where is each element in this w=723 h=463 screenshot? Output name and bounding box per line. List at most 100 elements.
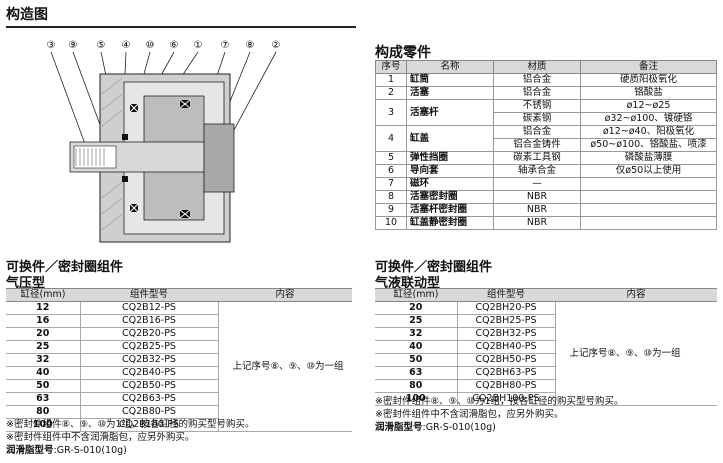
hydro-kit-title: 可换件／密封圈组件 [375,260,493,275]
parts-cell-material: NBR [493,216,581,230]
hydro-notes: ※密封件组件⑧、⑨、⑩为1组，按各缸径的购买型号购买。 ※密封件组件中不含润滑脂… [375,395,624,434]
pneumatic-header-model: 组件型号 [80,288,218,302]
hydro-cell-bore: 40 [375,340,457,354]
pneumatic-kit-title: 可换件／密封圈组件 [6,260,124,275]
parts-cell-no: 5 [375,151,407,165]
parts-cell-material: NBR [493,190,581,204]
parts-cell-remark: ø12~ø40、阳极氧化 [580,125,717,139]
parts-cell-name: 活塞杆密封圈 [406,203,494,217]
structure-title-rule [6,26,356,28]
parts-cell-no: 3 [375,99,407,126]
pneumatic-cell-bore: 50 [6,379,80,393]
parts-cell-no: 4 [375,125,407,152]
hydro-cell-model: CQ2BH20-PS [456,301,556,315]
pneumatic-grease-label: 润滑脂型号 [6,445,54,456]
parts-cell-remark: ø12~ø25 [580,99,717,113]
pneumatic-cell-content: 上记序号⑧、⑨、⑩为一组 [218,301,352,432]
parts-title: 构成零件 [375,45,431,61]
parts-cell-name: 活塞 [406,86,494,100]
parts-cell-material: 碳素工具钢 [493,151,581,165]
parts-cell-material: 轴承合金 [493,164,581,178]
parts-cell-name: 活塞密封圈 [406,190,494,204]
parts-cell-name: 磁环 [406,177,494,191]
parts-cell-material: 碳素钢 [493,112,581,126]
parts-cell-no: 7 [375,177,407,191]
hydro-cell-model: CQ2BH25-PS [456,314,556,328]
parts-cell-material: 不锈钢 [493,99,581,113]
hydro-note-1: ※密封件组件⑧、⑨、⑩为1组，按各缸径的购买型号购买。 [375,396,624,407]
pneumatic-cell-model: CQ2B100-PS [79,418,219,432]
pneumatic-cell-model: CQ2B50-PS [79,379,219,393]
parts-cell-no: 8 [375,190,407,204]
pneumatic-cell-bore: 25 [6,340,80,354]
parts-cell-remark: 铬酸盐 [580,86,717,100]
parts-cell-remark [580,190,717,204]
parts-cell-name: 缸盖静密封圈 [406,216,494,230]
pneumatic-cell-bore: 63 [6,392,80,406]
callout-label: ⑩ [146,40,155,51]
parts-cell-remark: 硬质阳极氧化 [580,73,717,87]
hydro-cell-bore: 25 [375,314,457,328]
callout-label: ⑤ [97,40,106,51]
parts-cell-remark [580,203,717,217]
pneumatic-cell-model: CQ2B12-PS [79,301,219,315]
pneumatic-cell-bore: 12 [6,301,80,315]
parts-cell-remark [580,177,717,191]
hydro-cell-model: CQ2BH50-PS [456,353,556,367]
hydro-cell-bore: 20 [375,301,457,315]
hydro-cell-bore: 63 [375,366,457,380]
hydro-cell-bore: 50 [375,353,457,367]
pneumatic-header-content: 内容 [218,288,352,302]
parts-cell-material: NBR [493,203,581,217]
pneumatic-header-row: 缸径(mm) 组件型号 内容 [6,288,352,302]
parts-header-material: 材质 [493,60,581,74]
pneumatic-cell-model: CQ2B32-PS [79,353,219,367]
parts-cell-name: 弹性挡圈 [406,151,494,165]
callout-label: ② [272,40,281,51]
hydro-header-model: 组件型号 [457,288,555,302]
pneumatic-note-2: ※密封件组件中不含润滑脂包，应另外购买。 [6,432,195,443]
pneumatic-cell-model: CQ2B63-PS [79,392,219,406]
pneumatic-cell-bore: 16 [6,314,80,328]
hydro-header-content: 内容 [555,288,717,302]
parts-cell-name: 导向套 [406,164,494,178]
hydro-cell-model: CQ2BH80-PS [456,379,556,393]
parts-cell-material: 铝合金 [493,73,581,87]
pneumatic-cell-bore: 80 [6,405,80,419]
hydro-grease-value: :GR-S-010(10g) [422,422,496,433]
pneumatic-cell-bore: 20 [6,327,80,341]
hydro-cell-model: CQ2BH40-PS [456,340,556,354]
hydro-header-bore: 缸径(mm) [375,288,457,302]
parts-cell-remark [580,216,717,230]
hydro-note-2: ※密封件组件中不含润滑脂包，应另外购买。 [375,409,564,420]
parts-cell-no: 2 [375,86,407,100]
pneumatic-cell-model: CQ2B40-PS [79,366,219,380]
callout-label: ① [194,40,203,51]
hydro-subtitle: 气液联动型 [375,276,441,291]
callout-label: ④ [122,40,131,51]
